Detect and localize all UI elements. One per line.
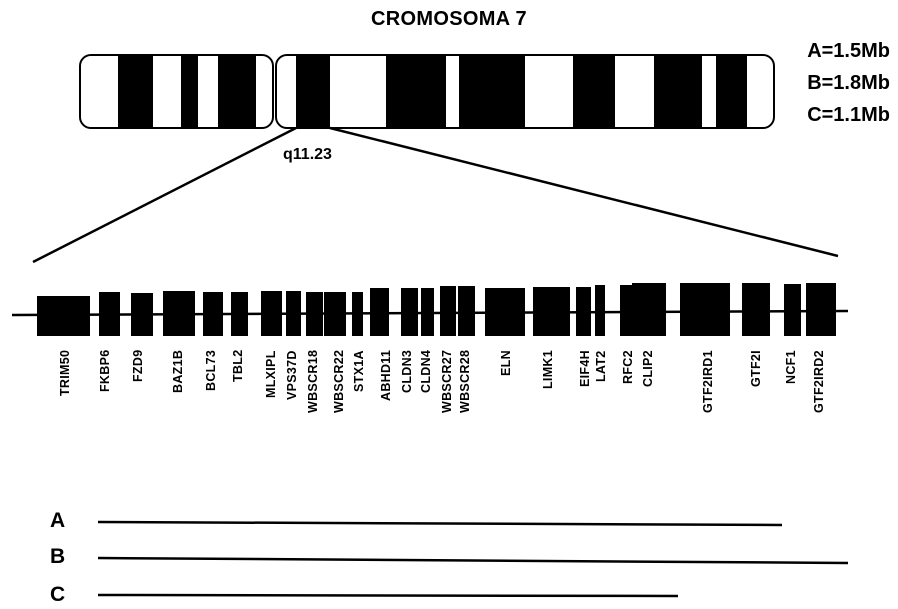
deletion-line-a [98,522,782,525]
gene-label-ncf1: NCF1 [784,350,798,384]
gene-block [632,283,666,336]
chromosome-short-arm [80,55,273,128]
gene-block [806,283,836,336]
gene-label-fzd9: FZD9 [131,350,145,382]
long-arm-band [573,56,615,127]
row-label-a: A [50,509,65,533]
gene-label-gtf2ird2: GTF2IRD2 [812,350,826,413]
gene-label-tbl2: TBL2 [231,350,245,382]
gene-label-vps37d: VPS37D [285,350,299,400]
gene-label-wbscr22: WBSCR22 [332,350,346,413]
gene-label-baz1b: BAZ1B [171,350,185,393]
gene-label-limk1: LIMK1 [541,350,555,389]
gene-blocks [37,283,836,336]
gene-label-gtf2ird1: GTF2IRD1 [701,350,715,413]
deletion-line-b [98,558,848,563]
long-arm-band [716,56,747,127]
short-arm-band [218,56,256,127]
band-label: q11.23 [283,146,332,164]
short-arm-band [181,56,198,127]
gene-block [440,286,456,336]
gene-label-rfc2: RFC2 [621,350,635,384]
gene-block [458,286,475,336]
band-q11-23 [296,56,330,127]
gene-label-clip2: CLIP2 [641,350,655,387]
gene-label-eln: ELN [499,350,513,376]
gene-block [595,285,605,336]
gene-label-bcl73: BCL73 [204,350,218,391]
gene-block [620,285,632,336]
row-label-c: C [50,583,65,607]
long-arm-band [459,56,525,127]
gene-label-cldn4: CLDN4 [419,350,433,393]
gene-label-stx1a: STX1A [352,350,366,392]
gene-label-wbscr18: WBSCR18 [306,350,320,413]
gene-label-wbscr28: WBSCR28 [458,350,472,413]
zoom-line-left [33,128,296,262]
zoom-line-right [330,128,838,256]
gene-block [742,283,770,336]
row-label-b: B [50,545,65,569]
gene-label-mlxipl: MLXIPL [264,350,278,398]
gene-label-trim50: TRIM50 [58,350,72,396]
chromosome-long-arm [276,55,774,128]
gene-label-gtf2i: GTF2I [749,350,763,387]
gene-label-lat2: LAT2 [594,350,608,382]
gene-label-abhd11: ABHD11 [379,350,393,401]
gene-label-cldn3: CLDN3 [400,350,414,393]
gene-label-wbscr27: WBSCR27 [440,350,454,413]
short-arm-band [118,56,153,127]
deletion-line-c [98,595,678,596]
gene-block [680,283,730,336]
gene-label-eif4h: EIF4H [578,350,592,387]
long-arm-band [386,56,446,127]
gene-label-fkbp6: FKBP6 [98,350,112,392]
long-arm-band [654,56,702,127]
